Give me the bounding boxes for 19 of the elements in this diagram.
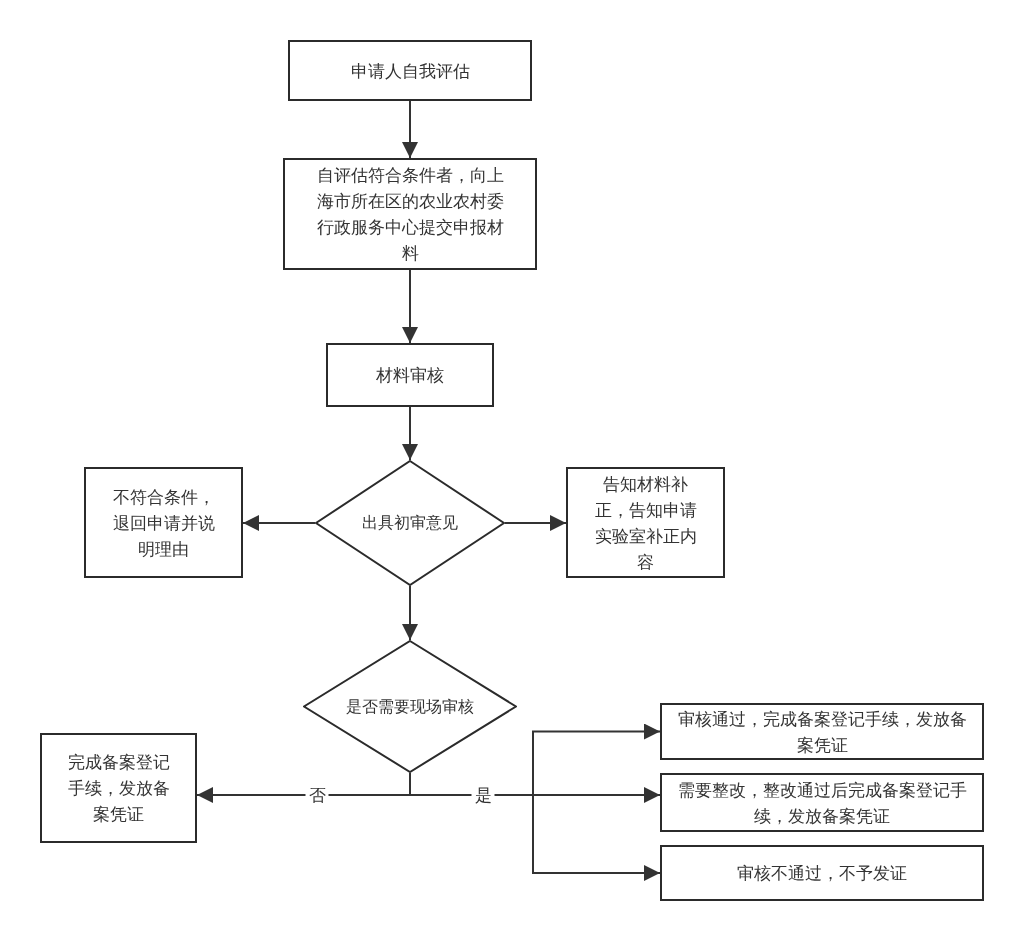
process-box: 自评估符合条件者，向上海市所在区的农业农村委行政服务中心提交申报材料 bbox=[283, 158, 537, 270]
process-box: 审核不通过，不予发证 bbox=[660, 845, 984, 901]
process-box: 材料审核 bbox=[326, 343, 494, 407]
process-box: 不符合条件，退回申请并说明理由 bbox=[84, 467, 243, 578]
arrow bbox=[402, 100, 418, 159]
arrow bbox=[504, 515, 567, 531]
edge-label: 是 bbox=[471, 785, 495, 805]
arrow bbox=[242, 515, 316, 531]
arrow bbox=[402, 406, 418, 461]
decision-diamond: 是否需要现场审核 bbox=[303, 640, 517, 773]
arrow bbox=[402, 585, 418, 641]
process-box: 需要整改，整改通过后完成备案登记手续，发放备案凭证 bbox=[660, 773, 984, 832]
process-box: 审核通过，完成备案登记手续，发放备案凭证 bbox=[660, 703, 984, 760]
edge-label: 否 bbox=[305, 785, 329, 805]
arrow bbox=[402, 269, 418, 344]
process-box: 申请人自我评估 bbox=[288, 40, 532, 101]
decision-diamond: 出具初审意见 bbox=[315, 460, 505, 586]
process-box: 告知材料补正，告知申请实验室补正内容 bbox=[566, 467, 725, 578]
process-box: 完成备案登记手续，发放备案凭证 bbox=[40, 733, 197, 843]
